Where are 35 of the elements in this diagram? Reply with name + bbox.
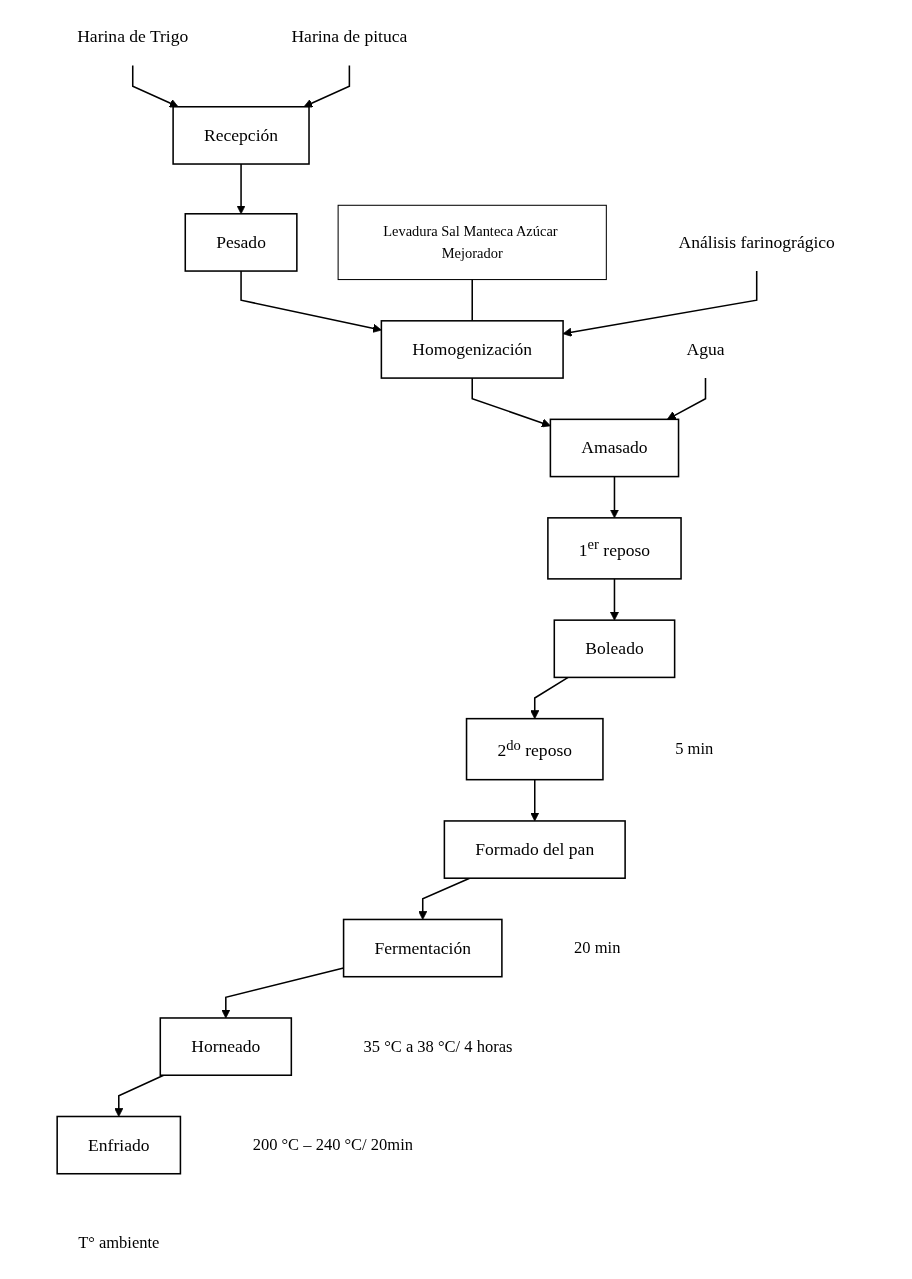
node-box [184, 213, 298, 272]
node-box [547, 517, 682, 580]
node-label: 35 °C a 38 °C/ 4 horas [363, 1037, 513, 1055]
node-text: Agua [686, 339, 725, 360]
connector [471, 278, 473, 322]
arrow [303, 64, 351, 108]
node-box [549, 418, 680, 478]
node-text: Harina de Trigo [77, 26, 189, 47]
node-label: 5 min [675, 739, 714, 758]
node-label: T° ambiente [78, 1233, 160, 1252]
node-box [56, 1115, 182, 1175]
node-box [380, 320, 564, 379]
node-box [443, 820, 626, 879]
arrow [666, 377, 707, 420]
arrow [471, 377, 551, 428]
arrow [114, 1074, 165, 1117]
arrow [609, 578, 619, 621]
node-label: 20 min [574, 938, 621, 957]
node-box [172, 106, 310, 165]
node-box [553, 619, 676, 679]
arrow [418, 877, 471, 920]
node-box [159, 1017, 293, 1077]
node-text: Análisis farinográgico [678, 232, 835, 252]
arrow [609, 475, 619, 519]
arrow [530, 676, 569, 720]
arrow [236, 163, 246, 215]
node-text: Harina de pituca [291, 26, 408, 47]
arrow [240, 270, 382, 333]
flowchart: Harina de Trigo Harina de pituca Recepción Pesado Levadura Sal Manteca Azúcar Mejorador Homogenización Análisis farinográgico Agua Amasado 1$^{er}$ reposo Boleado 2$^{do}$ reposo Formado del pan Fermentación Horneado Enfriado 5 min 20 min 35 °C a 38 °C/ 4 horas 200 °C – 240 °C/ 20min T° ambiente [37, 0, 875, 1279]
node-box [337, 204, 607, 281]
node-box [465, 717, 604, 781]
arrow [131, 64, 179, 108]
node-label: 200 °C – 240 °C/ 20min [252, 1135, 413, 1154]
node-box [342, 918, 503, 978]
arrow [530, 778, 540, 822]
